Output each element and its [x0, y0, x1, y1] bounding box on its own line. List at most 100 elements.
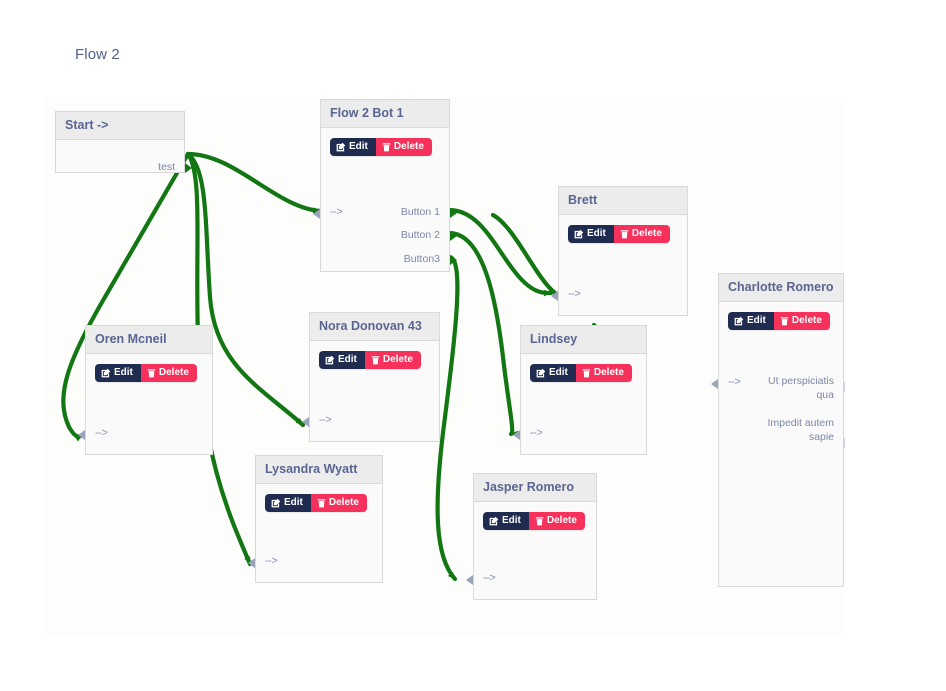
edit-button[interactable]: Edit — [568, 225, 614, 243]
port-in-label[interactable]: --> — [319, 414, 332, 426]
port-out-impedit-autem-sapie[interactable]: Impedit autem sapie — [767, 417, 834, 443]
node-title: Oren Mcneil — [86, 326, 212, 354]
connector-in-icon[interactable] — [711, 379, 718, 389]
node-start[interactable]: Start -> test — [55, 111, 192, 173]
node-lysandra-wyatt[interactable]: Lysandra Wyatt Edit Delete — [248, 455, 383, 583]
connector-out-1-icon[interactable] — [844, 382, 845, 392]
delete-button[interactable]: Delete — [140, 364, 197, 382]
pencil-square-icon — [336, 142, 346, 152]
edit-button-label: Edit — [549, 367, 568, 378]
edit-button-label: Edit — [349, 141, 368, 152]
input-ports: --> — [319, 414, 332, 426]
delete-button-label: Delete — [382, 354, 413, 365]
port-out-ut-perspiciatis-qua[interactable]: Ut perspiciatis qua — [768, 375, 834, 401]
delete-button[interactable]: Delete — [575, 364, 632, 382]
connector-in-icon[interactable] — [466, 575, 473, 585]
connector-out-1-icon[interactable] — [450, 208, 457, 218]
edit-button[interactable]: Edit — [728, 312, 774, 330]
delete-button-label: Delete — [158, 367, 189, 378]
port-in-label[interactable]: --> — [265, 555, 278, 567]
delete-button-label: Delete — [393, 141, 424, 152]
node-title: Charlotte Romero — [719, 274, 843, 302]
node-title: Nora Donovan 43 — [310, 313, 439, 341]
output-ports: Ut perspiciatis qua Impedit autem sapie — [762, 374, 834, 444]
input-ports: --> — [95, 427, 108, 439]
port-out-button-2[interactable]: Button 2 — [400, 229, 440, 241]
port-in-label[interactable]: --> — [530, 427, 543, 439]
node-oren-mcneil[interactable]: Oren Mcneil Edit Delete — [78, 325, 213, 455]
node-nora-donovan-43[interactable]: Nora Donovan 43 Edit Delete — [302, 312, 440, 442]
edit-button[interactable]: Edit — [530, 364, 576, 382]
edge-button2-to-lindsey — [446, 230, 519, 438]
delete-button[interactable]: Delete — [528, 512, 585, 530]
delete-button-label: Delete — [328, 497, 359, 508]
port-in-label[interactable]: --> — [330, 206, 343, 218]
port-out-test[interactable]: test — [158, 161, 175, 173]
connector-out-2-icon[interactable] — [450, 231, 457, 241]
delete-button[interactable]: Delete — [310, 494, 367, 512]
port-in-label[interactable]: --> — [568, 288, 581, 300]
pencil-square-icon — [325, 355, 335, 365]
delete-button[interactable]: Delete — [364, 351, 421, 369]
node-jasper-romero[interactable]: Jasper Romero Edit Delete — [466, 473, 597, 600]
flow-canvas[interactable]: Start -> test Flow 2 Bot 1 Edit — [45, 97, 845, 634]
node-body: Edit Delete --> Ut perspiciatis qua Imp — [711, 302, 845, 586]
connector-in-icon[interactable] — [248, 558, 255, 568]
node-actions: Edit Delete — [530, 364, 632, 382]
pencil-square-icon — [489, 516, 499, 526]
edit-button[interactable]: Edit — [265, 494, 311, 512]
node-brett[interactable]: Brett Edit Delete — [551, 186, 688, 316]
pencil-square-icon — [574, 229, 584, 239]
node-title: Lindsey — [521, 326, 646, 354]
node-actions: Edit Delete — [728, 312, 830, 330]
connector-in-icon[interactable] — [551, 291, 558, 301]
connector-in-icon[interactable] — [313, 209, 320, 219]
input-ports: --> — [265, 555, 278, 567]
node-body: Edit Delete --> — [551, 215, 687, 315]
node-body: Edit Delete --> — [78, 354, 212, 454]
node-actions: Edit Delete — [330, 138, 432, 156]
pencil-square-icon — [536, 368, 546, 378]
edit-button[interactable]: Edit — [330, 138, 376, 156]
trash-icon — [620, 230, 629, 239]
connector-out-icon[interactable] — [185, 163, 192, 173]
node-body: Edit Delete --> — [248, 484, 382, 582]
node-actions: Edit Delete — [95, 364, 197, 382]
port-in-label[interactable]: --> — [95, 427, 108, 439]
edit-button-label: Edit — [747, 315, 766, 326]
edit-button-label: Edit — [338, 354, 357, 365]
delete-button-label: Delete — [791, 315, 822, 326]
port-in-label[interactable]: --> — [728, 376, 741, 388]
edit-button[interactable]: Edit — [95, 364, 141, 382]
node-lindsey[interactable]: Lindsey Edit Delete — [513, 325, 647, 455]
connector-out-2-icon[interactable] — [844, 438, 845, 448]
node-flow2bot1[interactable]: Flow 2 Bot 1 Edit Delete — [313, 99, 457, 272]
connector-out-3-icon[interactable] — [450, 255, 457, 265]
connector-in-icon[interactable] — [513, 430, 520, 440]
page-title: Flow 2 — [75, 46, 120, 63]
node-body: Edit Delete --> Button 1 Button 2 — [313, 128, 457, 271]
trash-icon — [582, 369, 591, 378]
node-body: Edit Delete --> — [302, 341, 439, 441]
delete-button-label: Delete — [593, 367, 624, 378]
pencil-square-icon — [101, 368, 111, 378]
port-in-label[interactable]: --> — [483, 572, 496, 584]
node-title: Flow 2 Bot 1 — [321, 100, 449, 128]
connector-in-icon[interactable] — [302, 417, 309, 427]
trash-icon — [535, 517, 544, 526]
input-ports: --> — [568, 288, 581, 300]
trash-icon — [371, 356, 380, 365]
delete-button[interactable]: Delete — [773, 312, 830, 330]
connector-in-icon[interactable] — [78, 430, 85, 440]
delete-button-label: Delete — [546, 515, 577, 526]
delete-button[interactable]: Delete — [375, 138, 432, 156]
input-ports: --> — [483, 572, 496, 584]
trash-icon — [147, 369, 156, 378]
node-charlotte-romero[interactable]: Charlotte Romero Edit Delete — [711, 273, 845, 587]
delete-button[interactable]: Delete — [613, 225, 670, 243]
edit-button[interactable]: Edit — [319, 351, 365, 369]
edit-button[interactable]: Edit — [483, 512, 529, 530]
node-actions: Edit Delete — [568, 225, 670, 243]
port-out-button-1[interactable]: Button 1 — [400, 206, 440, 218]
port-out-button-3[interactable]: Button3 — [403, 253, 440, 265]
